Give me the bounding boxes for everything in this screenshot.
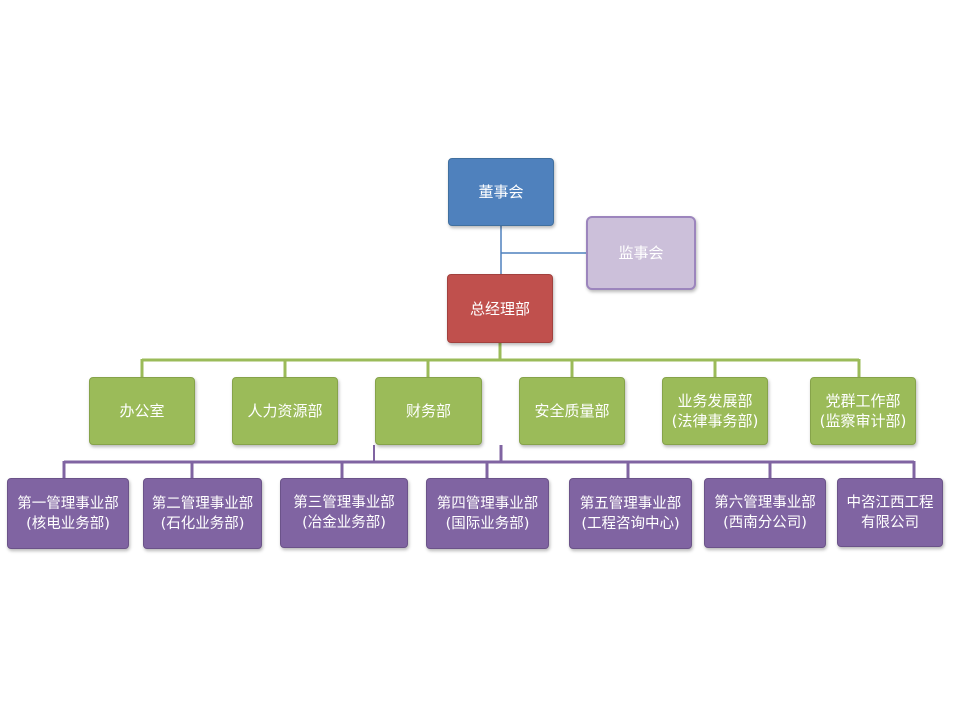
division-4[interactable]: 第四管理事业部 (国际业务部): [426, 478, 549, 549]
node-general-manager[interactable]: 总经理部: [447, 274, 553, 343]
node-board[interactable]: 董事会: [448, 158, 554, 226]
division-1[interactable]: 第一管理事业部 (核电业务部): [7, 478, 129, 549]
division-6[interactable]: 第六管理事业部 (西南分公司): [704, 478, 826, 548]
dept-business-development[interactable]: 业务发展部 (法律事务部): [662, 377, 768, 445]
dept-office[interactable]: 办公室: [89, 377, 195, 445]
node-supervisory-board[interactable]: 监事会: [586, 216, 696, 290]
division-5[interactable]: 第五管理事业部 (工程咨询中心): [569, 478, 692, 549]
dept-party-affairs[interactable]: 党群工作部 (监察审计部): [810, 377, 916, 445]
division-2[interactable]: 第二管理事业部 (石化业务部): [143, 478, 262, 549]
dept-finance[interactable]: 财务部: [375, 377, 482, 445]
division-3[interactable]: 第三管理事业部 (冶金业务部): [280, 478, 408, 548]
division-jiangxi-company[interactable]: 中咨江西工程 有限公司: [837, 478, 943, 547]
dept-human-resources[interactable]: 人力资源部: [232, 377, 338, 445]
dept-safety-quality[interactable]: 安全质量部: [519, 377, 625, 445]
